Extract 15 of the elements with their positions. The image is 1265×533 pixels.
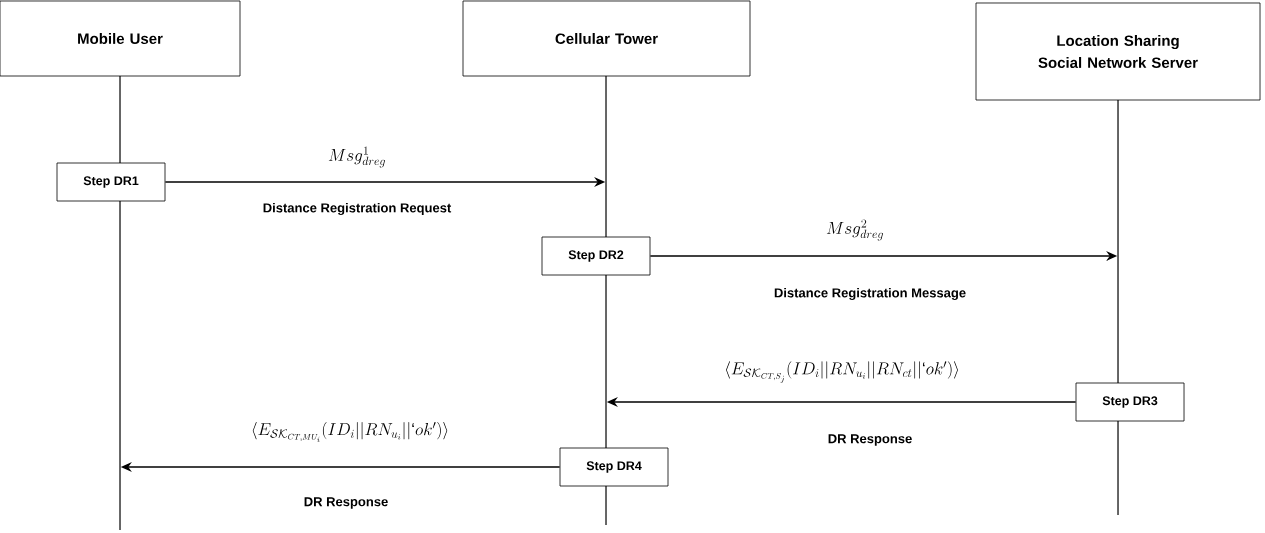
message-formula: $Msg^{2}_{dreg}$ bbox=[825, 218, 885, 242]
message-formula: $\langle E_{\mathcal{SK}_{CT,MU_i}}(ID_i||RN_{u_i}||`ok')\rangle$ bbox=[249, 421, 451, 443]
message-formula: $\langle E_{\mathcal{SK}_{CT,S_j}}(ID_i||RN_{u_i}||RN_{ct}||`ok')\rangle$ bbox=[723, 360, 961, 384]
message-name: DR Response bbox=[304, 497, 388, 509]
step-box: Step DR3 bbox=[1075, 382, 1185, 422]
participant-box: Cellular Tower bbox=[462, 0, 751, 77]
step-box: Step DR4 bbox=[559, 447, 669, 487]
participant-box: Mobile User bbox=[0, 0, 241, 77]
message-name: Distance Registration Message bbox=[774, 287, 966, 301]
message-name: Distance Registration Request bbox=[263, 202, 452, 216]
step-box: Step DR2 bbox=[541, 236, 651, 276]
step-box: Step DR1 bbox=[56, 162, 166, 202]
message-formula: $Msg^{1}_{dreg}$ bbox=[327, 145, 387, 169]
message-name: DR Response bbox=[828, 434, 912, 446]
participant-box: Location Sharing Social Network Server bbox=[975, 2, 1261, 101]
